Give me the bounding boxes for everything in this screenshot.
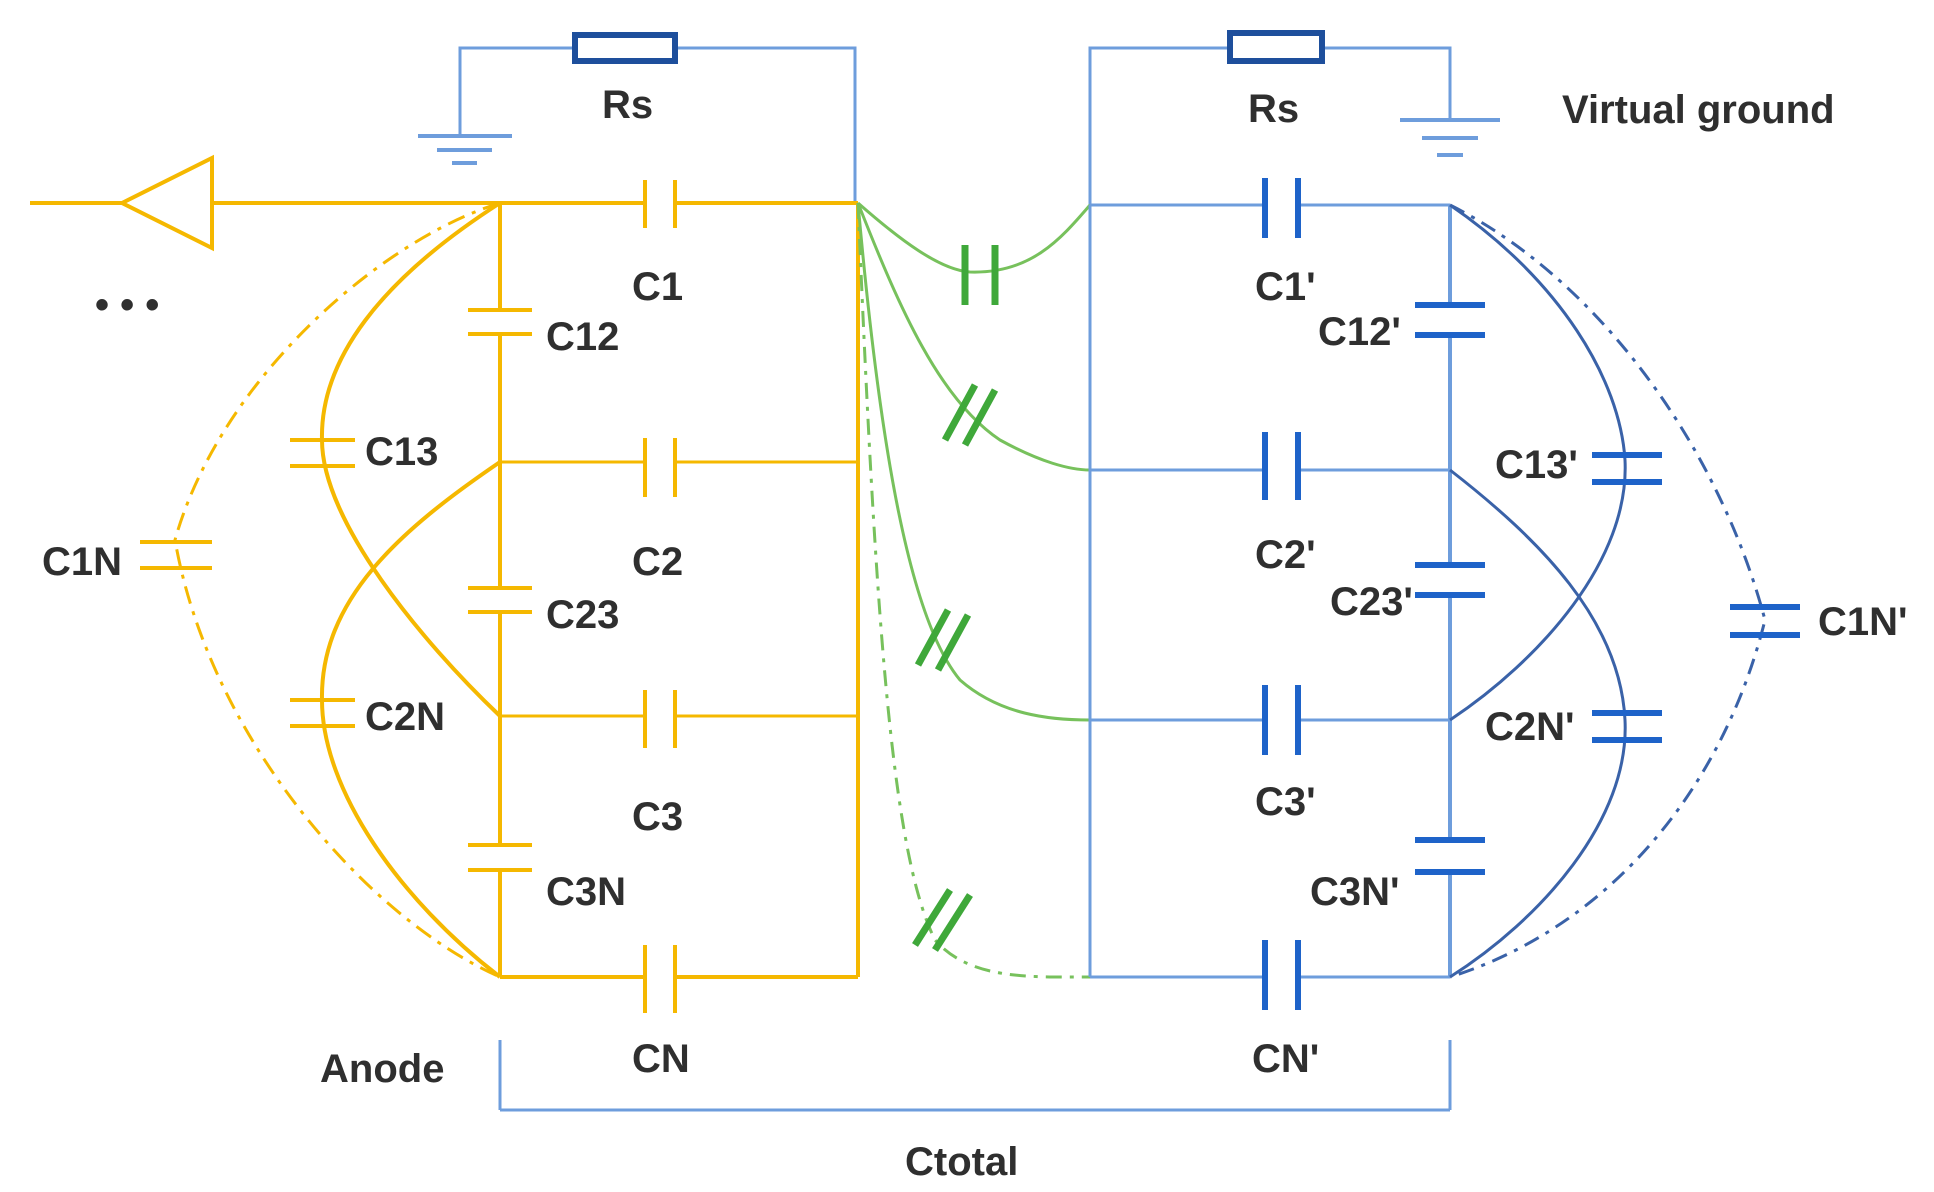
label-cn: CN xyxy=(632,1037,690,1081)
right-resistor xyxy=(1227,30,1325,64)
label-c2n: C2N xyxy=(365,695,445,739)
right-resistor-loop xyxy=(1088,30,1500,205)
label-c12-prime: C12' xyxy=(1318,310,1401,354)
amplifier-triangle xyxy=(30,154,500,252)
rs-left-label: Rs xyxy=(602,83,653,127)
label-c1: C1 xyxy=(632,265,683,309)
ctotal-label: Ctotal xyxy=(905,1140,1018,1184)
right-wiring xyxy=(1088,178,1800,1110)
left-resistor xyxy=(572,32,678,64)
label-c3-prime: C3' xyxy=(1255,780,1316,824)
left-wiring xyxy=(140,180,860,1110)
label-c13: C13 xyxy=(365,430,438,474)
label-c23-prime: C23' xyxy=(1330,580,1413,624)
label-c3n: C3N xyxy=(546,870,626,914)
ellipsis-label: • • • xyxy=(95,283,159,327)
rs-right-label: Rs xyxy=(1248,87,1299,131)
label-c23: C23 xyxy=(546,593,619,637)
label-c2n-prime: C2N' xyxy=(1485,705,1575,749)
coupling-capacitors xyxy=(856,201,1092,979)
anode-label: Anode xyxy=(320,1047,444,1091)
label-c2: C2 xyxy=(632,540,683,584)
label-c1n: C1N xyxy=(42,540,122,584)
left-resistor-loop xyxy=(418,32,857,205)
label-cn-prime: CN' xyxy=(1252,1037,1319,1081)
label-c3: C3 xyxy=(632,795,683,839)
label-c13-prime: C13' xyxy=(1495,443,1578,487)
label-c1n-prime: C1N' xyxy=(1818,600,1908,644)
virtual-ground-label: Virtual ground xyxy=(1562,88,1835,132)
label-c2-prime: C2' xyxy=(1255,533,1316,577)
label-c1-prime: C1' xyxy=(1255,265,1316,309)
label-c3n-prime: C3N' xyxy=(1310,870,1400,914)
label-c12: C12 xyxy=(546,315,619,359)
